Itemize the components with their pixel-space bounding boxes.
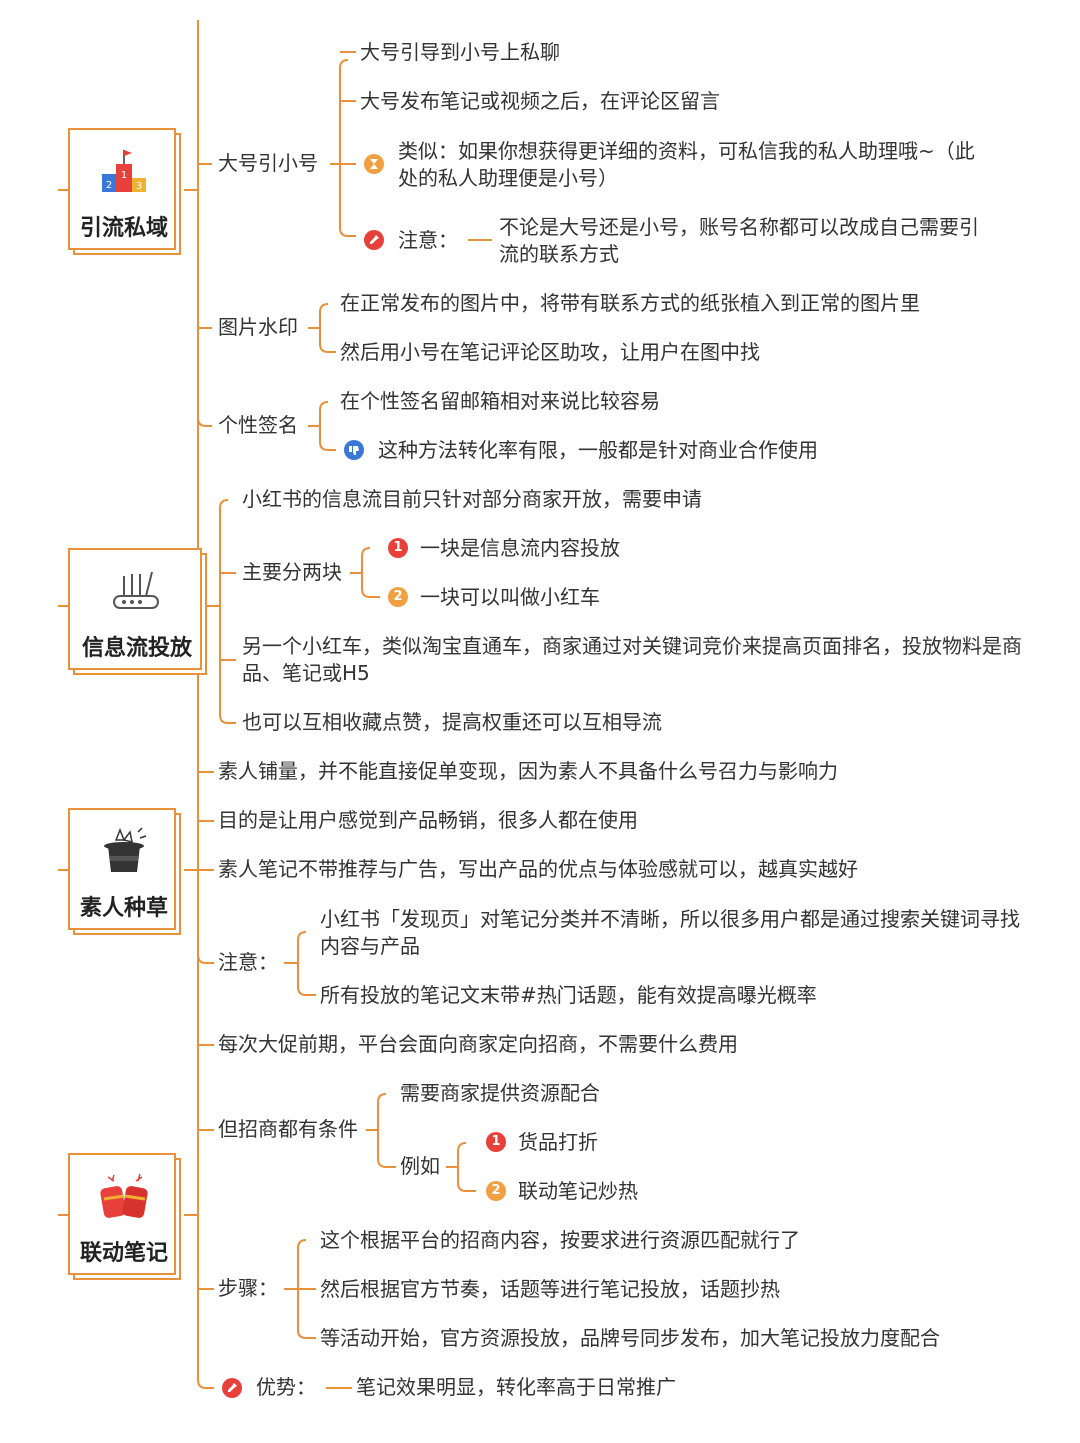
topic-card-traffic-private: 1 2 3 引流私域 [68, 128, 181, 255]
topic-title: 素人种草 [79, 896, 168, 921]
leaf-text: 类似：如果你想获得更详细的资料，可私信我的私人助理哦~（此处的私人助理便是小号） [398, 139, 975, 190]
priority-1-icon: 1 [486, 1132, 506, 1152]
router-icon [110, 566, 162, 618]
leaf-text: 需要商家提供资源配合 [400, 1081, 600, 1105]
branch-label: 目的是让用户感觉到产品畅销，很多人都在使用 [218, 808, 638, 832]
leaf-text: 一块是信息流内容投放 [420, 536, 620, 560]
priority-1-icon: 1 [388, 538, 408, 558]
branch-label: 主要分两块 [242, 560, 342, 584]
leaf-text: 这个根据平台的招商内容，按要求进行资源匹配就行了 [320, 1228, 800, 1252]
topic-title: 联动笔记 [79, 1241, 168, 1266]
branch-label: 优势： [256, 1375, 316, 1399]
branch-label: 每次大促前期，平台会面向商家定向招商，不需要什么费用 [218, 1032, 738, 1056]
branch-label: 小红书的信息流目前只针对部分商家开放，需要申请 [242, 487, 702, 511]
magic-hat-icon [98, 826, 150, 878]
branch-label: 但招商都有条件 [218, 1117, 358, 1141]
branch-label: 素人笔记不带推荐与广告，写出产品的优点与体验感就可以，越真实越好 [218, 857, 858, 881]
podium-rank-3: 3 [136, 181, 142, 192]
branch-label: 素人铺量，并不能直接促单变现，因为素人不具备什么号召力与影响力 [218, 759, 838, 783]
leaf-text: 然后根据官方节奏，话题等进行笔记投放，话题抄热 [320, 1277, 780, 1301]
pin-icon [222, 1378, 242, 1398]
leaf-text: 大号发布笔记或视频之后，在评论区留言 [360, 89, 720, 113]
podium-icon: 1 2 3 [98, 146, 150, 198]
leaf-text: 笔记效果明显，转化率高于日常推广 [356, 1375, 676, 1399]
topic-card-frame: 素人种草 [68, 808, 176, 930]
topic-title: 引流私域 [79, 216, 168, 241]
branch-label: 注意： [218, 950, 278, 974]
leaf-text: 货品打折 [518, 1130, 598, 1154]
topic-card-feed-ads: 信息流投放 [68, 548, 207, 675]
leaf-label: 注意： [398, 228, 458, 252]
branch-label: 步骤： [218, 1276, 278, 1300]
branch-label: 个性签名 [218, 413, 298, 437]
branch-label: 也可以互相收藏点赞，提高权重还可以互相导流 [242, 710, 662, 734]
leaf-text: 一块可以叫做小红车 [420, 585, 600, 609]
branch-label: 大号引小号 [218, 151, 318, 175]
leaf-text: 然后用小号在笔记评论区助攻，让用户在图中找 [340, 340, 760, 364]
thumbs-down-icon [344, 440, 364, 460]
leaf-text: 所有投放的笔记文末带#热门话题，能有效提高曝光概率 [320, 983, 817, 1007]
priority-2-icon: 2 [486, 1181, 506, 1201]
firecracker-icon [98, 1171, 150, 1223]
leaf-text: 小红书「发现页」对笔记分类并不清晰，所以很多用户都是通过搜索关键词寻找内容与产品 [320, 907, 1020, 958]
pin-icon [364, 230, 384, 250]
leaf-text: 这种方法转化率有限，一般都是针对商业合作使用 [378, 438, 818, 462]
leaf-label: 例如 [400, 1154, 440, 1178]
branch-label: 另一个小红车，类似淘宝直通车，商家通过对关键词竞价来提高页面排名，投放物料是商品… [242, 634, 1022, 685]
topic-card-frame: 联动笔记 [68, 1153, 176, 1275]
topic-card-amateur-seeding: 素人种草 [68, 808, 181, 935]
leaf-text: 在正常发布的图片中，将带有联系方式的纸张植入到正常的图片里 [340, 291, 920, 315]
topic-card-frame: 信息流投放 [68, 548, 202, 670]
podium-rank-1: 1 [121, 170, 127, 181]
leaf-text: 不论是大号还是小号，账号名称都可以改成自己需要引流的联系方式 [499, 215, 979, 266]
leaf-text: 大号引导到小号上私聊 [360, 40, 560, 64]
branch-label: 图片水印 [218, 315, 298, 339]
leaf-text: 联动笔记炒热 [518, 1179, 638, 1203]
hourglass-icon [364, 154, 384, 174]
topic-card-frame: 1 2 3 引流私域 [68, 128, 176, 250]
leaf-text: 等活动开始，官方资源投放，品牌号同步发布，加大笔记投放力度配合 [320, 1326, 940, 1350]
leaf-text: 在个性签名留邮箱相对来说比较容易 [340, 389, 660, 413]
topic-card-linked-notes: 联动笔记 [68, 1153, 181, 1280]
topic-title: 信息流投放 [81, 636, 192, 661]
priority-2-icon: 2 [388, 587, 408, 607]
podium-rank-2: 2 [106, 180, 112, 191]
